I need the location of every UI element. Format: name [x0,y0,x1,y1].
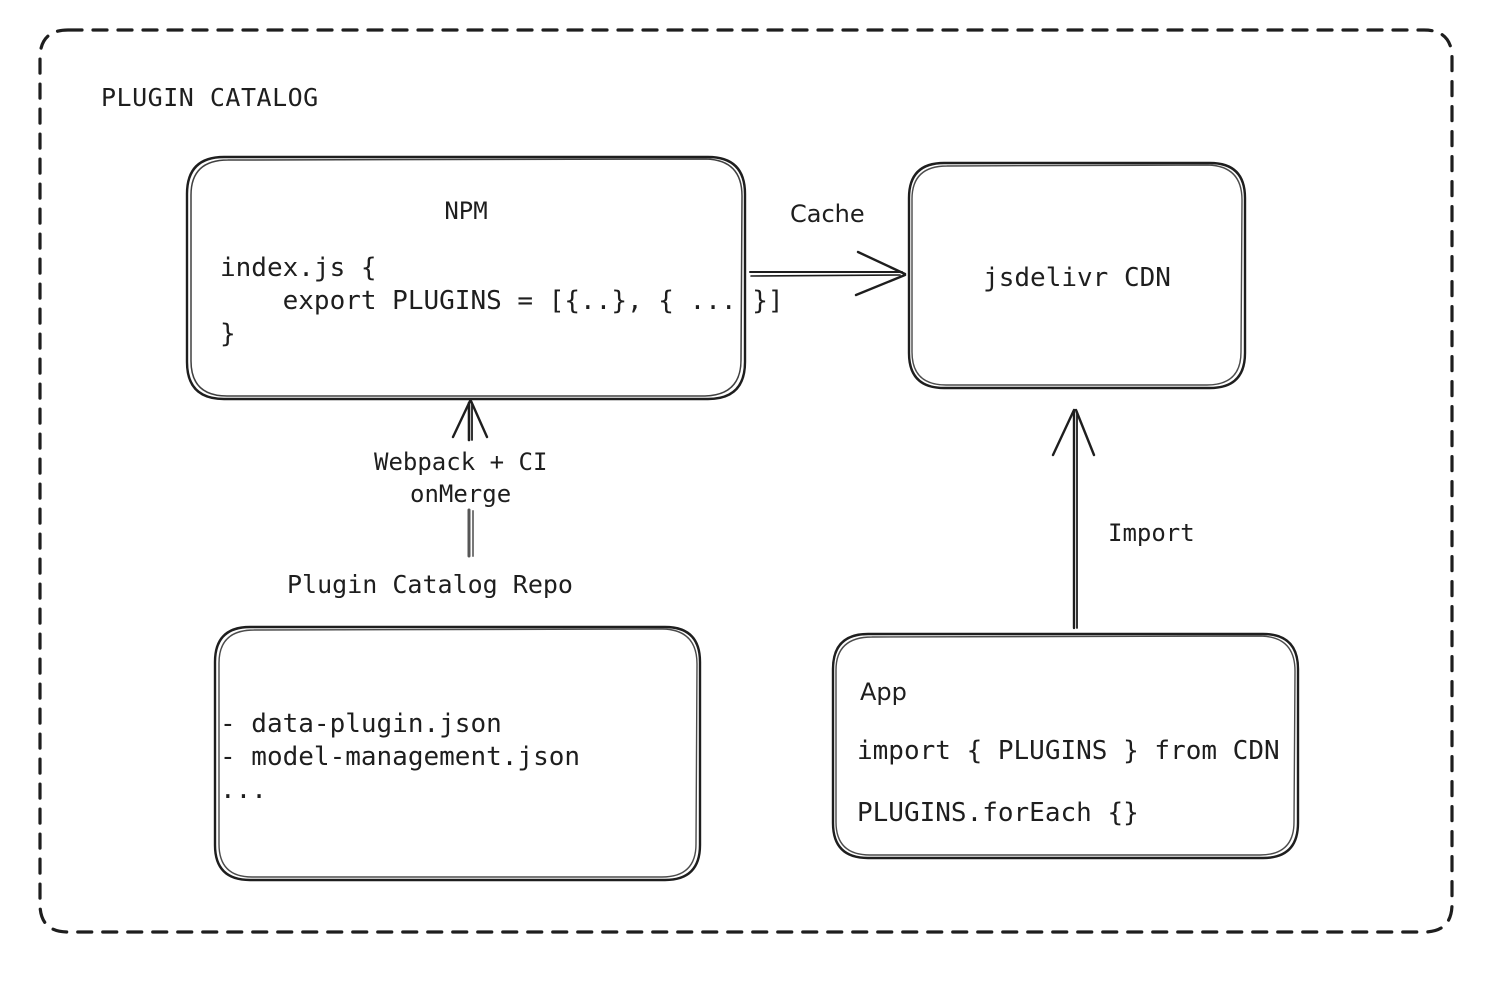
app-code-line-2: PLUGINS.forEach {} [857,798,1139,828]
repo-file-line-1: - data-plugin.json [220,709,502,739]
app-code-line-1: import { PLUGINS } from CDN [857,736,1280,766]
edge-label-webpack-ci: Webpack + CI [374,448,548,476]
app-title: App [860,678,907,706]
edge-label-cache: Cache [790,200,865,228]
npm-box-border [185,155,747,401]
edge-label-onmerge: onMerge [410,480,512,508]
npm-title: NPM [444,197,488,225]
arrow-repo-to-npm [451,399,489,558]
edge-label-import: Import [1108,519,1195,547]
npm-code-line-3: } [220,319,236,349]
frame-border [38,28,1454,934]
repo-file-line-3: ... [220,775,267,805]
frame-title: PLUGIN CATALOG [101,83,319,112]
repo-file-line-2: - model-management.json [220,742,581,772]
npm-code-line-2: export PLUGINS = [{..}, { ... }] [220,286,784,316]
npm-code-line-1: index.js { [220,253,377,283]
cdn-box-border [907,161,1247,390]
repo-box-border [213,625,702,882]
cdn-title: jsdelivr CDN [983,263,1171,293]
arrow-npm-to-cdn [749,250,907,297]
arrow-app-to-cdn [1051,408,1096,630]
app-box-border [831,632,1300,860]
repo-caption: Plugin Catalog Repo [287,570,573,599]
